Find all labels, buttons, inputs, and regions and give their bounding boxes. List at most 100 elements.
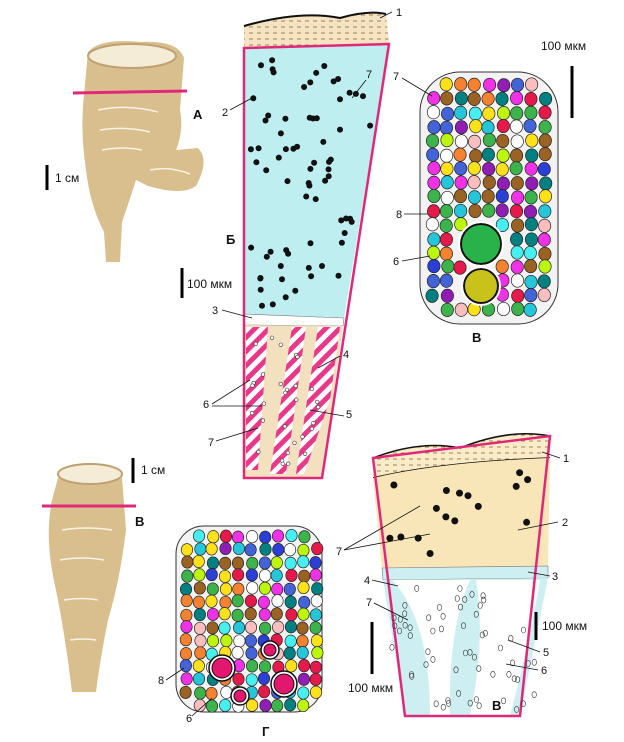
- bundle-cell: [231, 608, 244, 622]
- scale-label-1cm-top: 1 см: [55, 171, 79, 185]
- vessel-lumen: [263, 643, 277, 657]
- bundle-cell: [193, 608, 206, 622]
- cortex-cell: [255, 145, 262, 152]
- bundle-cell: [272, 543, 285, 557]
- xylem-cell: [511, 675, 517, 683]
- bundle-cell: [511, 218, 525, 233]
- cortex-cell: [282, 294, 289, 301]
- bundle-cell: [454, 217, 468, 232]
- bundle-cell: [311, 542, 324, 556]
- cortex-cell: [337, 96, 343, 103]
- xylem-cell: [480, 592, 486, 600]
- bundle-cell: [206, 634, 220, 648]
- cortex-cell: [248, 244, 255, 251]
- bundle-cell: [245, 646, 258, 660]
- bundle-cell: [206, 556, 220, 570]
- bundle-cell: [309, 621, 322, 635]
- bundle-cell: [439, 77, 453, 92]
- bundle-cell: [468, 134, 482, 149]
- bundle-cell: [525, 148, 539, 163]
- ray-cell: [250, 383, 255, 388]
- bundle-cell: [427, 245, 441, 260]
- callout-b-2: 2: [222, 107, 228, 119]
- ray-cell: [295, 354, 300, 360]
- bundle-cell: [231, 556, 245, 570]
- ray-2: [270, 327, 306, 474]
- cortex-cell: [277, 130, 284, 137]
- bundle-cell: [538, 246, 552, 261]
- ray-cell: [261, 401, 267, 406]
- cortex-cell: [307, 240, 314, 247]
- callout-v-6: 6: [393, 256, 399, 268]
- bundle-cell: [510, 232, 524, 247]
- ray-cell: [250, 411, 255, 416]
- root-sketch-bottom: В 1 см: [42, 458, 165, 692]
- bundle-cell: [244, 543, 257, 557]
- bundle-cell: [192, 659, 205, 673]
- bundle-cell: [524, 161, 538, 176]
- bundle-cell: [440, 302, 454, 317]
- bundle-cell: [258, 556, 272, 570]
- bundle-cell: [511, 190, 525, 205]
- xylem-cell: [454, 595, 460, 602]
- vessel-top-1: [460, 223, 502, 265]
- root-sketch-top: А 1 см: [45, 41, 204, 262]
- callout-b-7: 7: [366, 69, 372, 81]
- cortex-cell: [262, 117, 269, 124]
- cortex-cell: [313, 69, 320, 76]
- ray-cell: [278, 381, 283, 387]
- bundle-cell: [179, 685, 192, 699]
- bundle-cell: [231, 530, 245, 544]
- bundle-cell: [270, 568, 283, 583]
- section-b-outline: [242, 42, 391, 480]
- bundle-cell: [232, 568, 245, 582]
- cortex-cell: [259, 302, 265, 309]
- xylem-cell: [476, 665, 482, 672]
- bundle-cell: [194, 686, 207, 700]
- bundle-cell: [285, 659, 298, 673]
- bundle-cell: [468, 190, 482, 205]
- callout-v2-4: 4: [364, 575, 370, 587]
- bundle-cell: [194, 634, 207, 648]
- ray-cell: [260, 372, 266, 377]
- cortex-cell: [303, 193, 310, 200]
- ray-cell: [285, 450, 290, 455]
- bundle-cell: [205, 594, 218, 608]
- xylem-cells-v: [389, 585, 537, 713]
- cortex-cell: [257, 286, 264, 293]
- callout-v2-5: 5: [543, 647, 549, 659]
- bundle-cell: [297, 555, 310, 569]
- bundle-cell: [496, 148, 510, 163]
- bundle-cell: [481, 120, 495, 135]
- bundle-cell: [297, 580, 310, 595]
- bundle-cell: [285, 528, 298, 543]
- bundle-cell: [538, 105, 552, 120]
- ray-cell: [294, 397, 299, 402]
- bundle-cell: [205, 542, 218, 556]
- cortex-cell: [305, 264, 312, 271]
- bundle-cell: [482, 106, 496, 121]
- bundle-cell: [180, 608, 193, 622]
- bundle-cell: [496, 301, 511, 317]
- cortex-cell: [277, 263, 284, 269]
- callout-g-6: 6: [186, 713, 192, 725]
- callout-b-6: 6: [203, 399, 209, 411]
- xylem-cell: [389, 644, 395, 651]
- ray-cell: [286, 461, 291, 466]
- xylem-cell: [506, 670, 512, 678]
- bundle-cell: [192, 529, 206, 543]
- xylem-cell: [433, 700, 439, 708]
- bundle-cell: [219, 556, 232, 570]
- bundle-cell: [524, 232, 539, 247]
- cortex-top: [244, 44, 389, 318]
- xylem-cell: [473, 610, 479, 618]
- ray-cell: [269, 335, 275, 340]
- bundle-cell: [439, 218, 453, 233]
- cortex-cell: [263, 167, 270, 174]
- xylem-cell: [473, 696, 479, 703]
- cortex-cells-b: [247, 57, 374, 466]
- xylem-cell: [471, 653, 477, 661]
- xylem-cell: [520, 700, 526, 708]
- cortex-cell: [258, 62, 264, 69]
